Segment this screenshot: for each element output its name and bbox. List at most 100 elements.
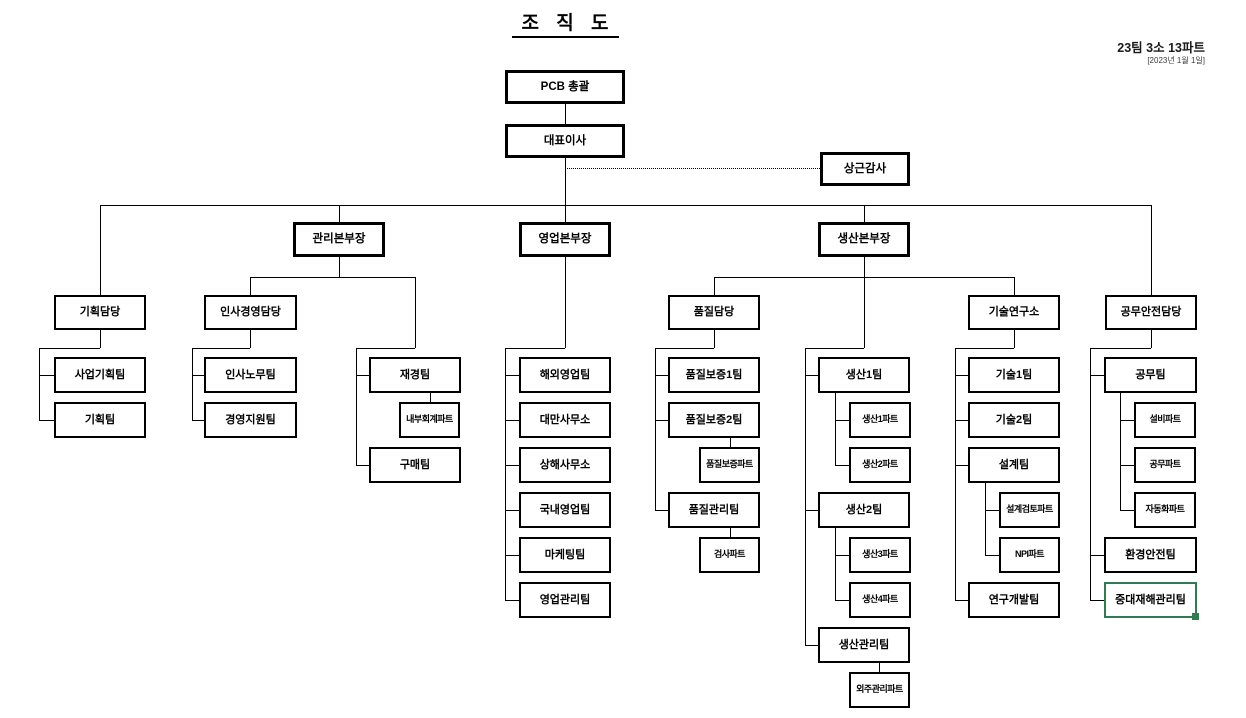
connector-line: [655, 510, 668, 511]
org-node-quality-div[interactable]: 품질담당: [668, 295, 760, 330]
org-node-biz-planning-team[interactable]: 사업기획팀: [54, 357, 146, 393]
org-node-tech2-team[interactable]: 기술2팀: [968, 402, 1060, 438]
org-node-mgmt-support-team[interactable]: 경영지원팀: [204, 402, 297, 438]
org-node-finance-team[interactable]: 재경팀: [369, 357, 461, 393]
org-node-design-review-part[interactable]: 설계검토파트: [999, 492, 1060, 528]
org-node-label: NPI파트: [1014, 549, 1045, 560]
org-node-planning-div[interactable]: 기획담당: [54, 295, 146, 330]
org-node-label: 설계팀: [998, 458, 1030, 471]
connector-line: [505, 375, 519, 376]
org-node-marketing-team[interactable]: 마케팅팀: [519, 537, 611, 573]
connector-line: [192, 348, 193, 420]
org-node-production2-team[interactable]: 생산2팀: [818, 492, 910, 528]
org-node-production1-team[interactable]: 생산1팀: [818, 357, 910, 393]
org-node-mgmt-division-head[interactable]: 관리본부장: [293, 222, 385, 257]
org-node-qa1-team[interactable]: 품질보증1팀: [668, 357, 760, 393]
org-node-production-part4[interactable]: 생산4파트: [849, 582, 911, 618]
selection-resize-handle[interactable]: [1192, 613, 1199, 620]
org-node-equipment-part[interactable]: 설비파트: [1134, 402, 1196, 438]
connector-line: [1090, 555, 1104, 556]
org-node-eng-part[interactable]: 공무파트: [1134, 447, 1196, 483]
org-node-production-part1[interactable]: 생산1파트: [849, 402, 911, 438]
org-node-production-mgmt-team[interactable]: 생산관리팀: [818, 627, 910, 663]
org-node-taiwan-office[interactable]: 대만사무소: [519, 402, 611, 438]
org-node-label: 기획팀: [84, 413, 116, 426]
connector-line: [955, 348, 1014, 349]
org-node-label: 국내영업팀: [539, 503, 591, 516]
connector-line: [505, 465, 519, 466]
connector-line: [1014, 330, 1015, 348]
connector-line: [1120, 510, 1134, 511]
org-node-purchasing-team[interactable]: 구매팀: [369, 447, 461, 483]
connector-line: [805, 375, 818, 376]
connector-line: [805, 348, 806, 645]
org-node-hr-mgmt-div[interactable]: 인사경영담당: [204, 295, 297, 330]
org-node-production-part3[interactable]: 생산3파트: [849, 537, 911, 573]
org-node-label: 품질담당: [693, 306, 735, 319]
connector-line: [39, 348, 40, 420]
org-node-label: 품질보증1팀: [685, 368, 743, 381]
connector-line: [565, 158, 566, 222]
org-node-qc-team[interactable]: 품질관리팀: [668, 492, 760, 528]
org-node-label: 내부회계파트: [406, 414, 453, 425]
org-node-overseas-sales-team[interactable]: 해외영업팀: [519, 357, 611, 393]
connector-line: [1151, 330, 1152, 348]
org-node-standing-auditor[interactable]: 상근감사: [820, 152, 910, 186]
connector-line: [565, 168, 820, 169]
org-node-ceo[interactable]: 대표이사: [505, 124, 625, 158]
org-node-production-division-head[interactable]: 생산본부장: [818, 222, 910, 257]
org-node-label: 영업본부장: [538, 233, 592, 246]
org-node-planning-team[interactable]: 기획팀: [54, 402, 146, 438]
connector-line: [985, 510, 999, 511]
org-node-tech-research-institute[interactable]: 기술연구소: [968, 295, 1060, 330]
org-node-domestic-sales-team[interactable]: 국내영업팀: [519, 492, 611, 528]
org-node-production-part2[interactable]: 생산2파트: [849, 447, 911, 483]
org-node-label: 품질보증파트: [706, 459, 753, 470]
org-node-qa2-team[interactable]: 품질보증2팀: [668, 402, 760, 438]
org-node-label: 사업기획팀: [74, 368, 126, 381]
connector-line: [505, 348, 506, 600]
org-node-label: 경영지원팀: [225, 413, 276, 426]
connector-line: [835, 528, 836, 600]
connector-line: [250, 277, 415, 278]
connector-line: [864, 257, 865, 277]
connector-line: [955, 420, 968, 421]
org-node-hr-labor-team[interactable]: 인사노무팀: [204, 357, 297, 393]
org-node-outsourcing-mgmt-part[interactable]: 외주관리파트: [849, 672, 910, 708]
org-node-label: 검사파트: [713, 549, 746, 560]
connector-line: [100, 205, 101, 295]
org-node-sales-division-head[interactable]: 영업본부장: [519, 222, 611, 257]
org-node-inspection-part[interactable]: 검사파트: [699, 537, 760, 573]
org-node-shanghai-office[interactable]: 상해사무소: [519, 447, 611, 483]
connector-line: [565, 104, 566, 124]
connector-line: [730, 438, 731, 447]
org-node-env-safety-team[interactable]: 환경안전팀: [1104, 537, 1197, 573]
org-node-label: 공무안전담당: [1120, 306, 1182, 319]
org-node-pcb-general[interactable]: PCB 총괄: [505, 70, 625, 104]
connector-line: [730, 528, 731, 537]
org-node-design-team[interactable]: 설계팀: [968, 447, 1060, 483]
org-node-rnd-team[interactable]: 연구개발팀: [968, 582, 1060, 618]
connector-line: [655, 348, 714, 349]
connector-line: [1090, 375, 1104, 376]
connector-line: [356, 375, 369, 376]
org-node-sales-mgmt-team[interactable]: 영업관리팀: [519, 582, 611, 618]
connector-line: [505, 510, 519, 511]
team-count-label: 23팀 3소 13파트: [1117, 41, 1205, 55]
org-node-qa-part[interactable]: 품질보증파트: [699, 447, 760, 483]
org-node-label: 대표이사: [543, 134, 587, 147]
org-node-npi-part[interactable]: NPI파트: [999, 537, 1060, 573]
org-node-disaster-mgmt-team[interactable]: 중대재해관리팀: [1104, 582, 1199, 620]
org-node-label: 기획담당: [79, 306, 121, 319]
org-node-tech1-team[interactable]: 기술1팀: [968, 357, 1060, 393]
org-node-label: 공무팀: [1135, 368, 1166, 381]
connector-line: [39, 420, 54, 421]
org-node-label: 생산본부장: [837, 233, 891, 246]
org-node-automation-part[interactable]: 자동화파트: [1134, 492, 1196, 528]
org-node-eng-team[interactable]: 공무팀: [1104, 357, 1197, 393]
connector-line: [430, 393, 431, 402]
org-node-internal-accounting-part[interactable]: 내부회계파트: [399, 402, 460, 438]
org-node-eng-safety-div[interactable]: 공무안전담당: [1105, 295, 1197, 330]
connector-line: [100, 330, 101, 348]
